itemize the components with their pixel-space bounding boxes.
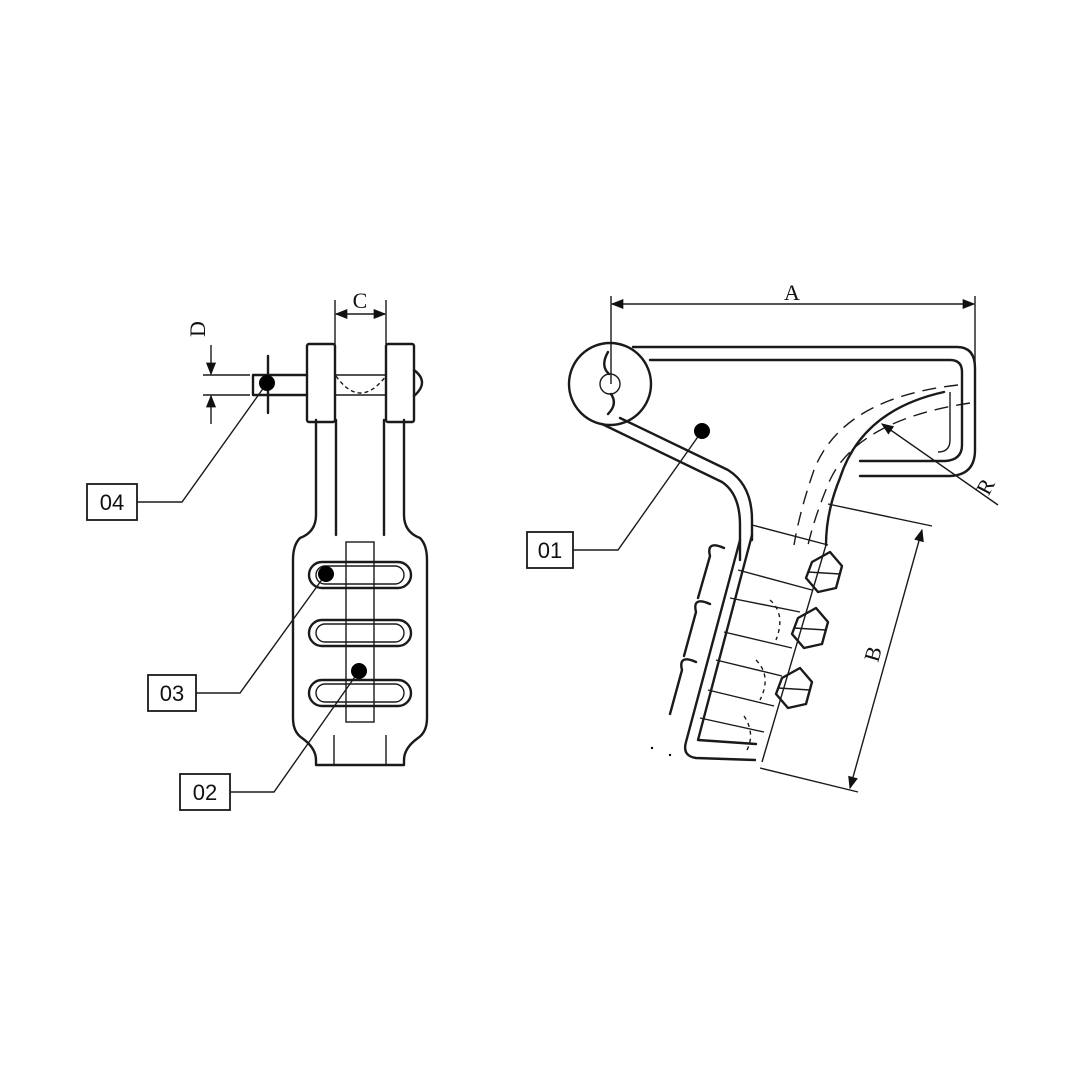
u-bolt-slot-2: [307, 618, 413, 648]
nut-3: [774, 666, 814, 710]
callout-01-dot: [694, 423, 710, 439]
u-bolt-front-2: [682, 600, 712, 658]
clamp-body-front: [683, 538, 757, 762]
center-strap: [345, 541, 375, 723]
dimension-r-label: R: [971, 474, 1000, 499]
keeper-arm: [631, 345, 977, 478]
callout-02-dot: [351, 663, 367, 679]
callout-03: 03: [147, 566, 334, 712]
callout-02-label: 02: [193, 780, 217, 805]
dimension-c-label: C: [353, 288, 368, 313]
dimension-d: D: [185, 321, 250, 424]
front-view: A R B: [567, 280, 1000, 793]
nut-2: [790, 606, 830, 650]
dimension-c: C: [334, 288, 387, 344]
dimension-a: A: [610, 280, 976, 384]
u-bolt-slot-1: [307, 560, 413, 590]
dimension-a-label: A: [784, 280, 800, 305]
callout-03-label: 03: [160, 681, 184, 706]
side-view: C D: [185, 288, 429, 767]
clevis-plate-left: [305, 342, 337, 424]
dimension-r: R: [880, 423, 1000, 506]
callout-02: 02: [179, 663, 367, 811]
clamp-eye: [567, 341, 653, 427]
dimension-b-label: B: [859, 643, 887, 664]
clevis-plate-right: [384, 342, 416, 424]
u-bolt-front-1: [696, 544, 726, 600]
u-bolt-slot-3: [307, 678, 413, 708]
u-bolt-front-3: [668, 658, 698, 716]
dimension-b: B: [759, 503, 933, 793]
callout-04-label: 04: [100, 490, 124, 515]
clamp-body-side: [291, 418, 429, 767]
callout-04-dot: [259, 375, 275, 391]
callout-01: 01: [526, 423, 710, 569]
callout-04: 04: [86, 375, 275, 521]
pin-shaft: [251, 373, 309, 397]
nut-1: [804, 550, 844, 594]
callout-03-dot: [318, 566, 334, 582]
callout-01-label: 01: [538, 538, 562, 563]
dimension-d-label: D: [185, 321, 210, 337]
